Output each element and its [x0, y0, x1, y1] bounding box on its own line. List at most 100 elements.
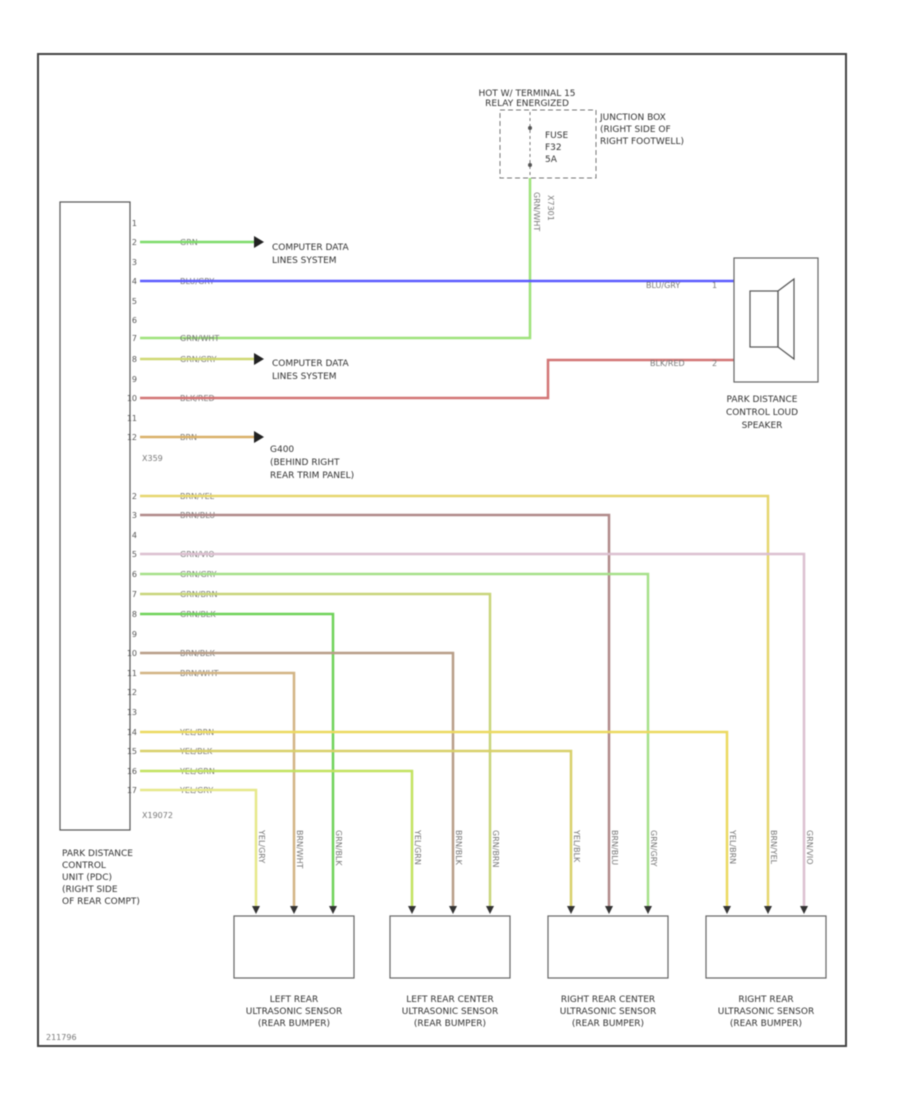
- sensor-wire-label: YEL/BLK: [572, 829, 581, 863]
- sensor-label-line: (REAR BUMPER): [730, 1019, 802, 1029]
- sensor-label-line: ULTRASONIC SENSOR: [560, 1007, 656, 1017]
- speaker-box: [733, 257, 819, 383]
- pin-number: 8: [132, 610, 137, 619]
- fuse-connector-label: X7301: [546, 195, 555, 221]
- pin-number: 2: [132, 238, 137, 247]
- sensor-wire-label: BRN/WHT: [295, 830, 304, 869]
- sensor-label-line: LEFT REAR CENTER: [406, 995, 493, 1005]
- sensor-label-line: (REAR BUMPER): [258, 1019, 330, 1029]
- pin-number: 10: [127, 649, 137, 658]
- fuse-terminal-bottom: [528, 163, 532, 167]
- fuse-label: FUSE: [545, 131, 568, 141]
- pdc-label-line-1: PARK DISTANCE: [62, 849, 133, 859]
- sensor-label-line: ULTRASONIC SENSOR: [718, 1007, 814, 1017]
- pin-number: 11: [127, 414, 137, 423]
- comp-data-arrow-2: [254, 353, 264, 365]
- fuse-to-pdc-wire: [140, 178, 532, 340]
- pin-number: 6: [132, 570, 137, 579]
- wire-pin10-brn-blk: [140, 651, 455, 910]
- comp-data-2-line-1: COMPUTER DATA: [272, 359, 349, 369]
- sensor-body: [389, 915, 511, 979]
- connector-terminal-icon: [723, 906, 731, 914]
- connector-terminal-icon: [252, 906, 260, 914]
- pin-number: 9: [132, 630, 137, 639]
- fuse-wire-label: GRN/WHT: [532, 192, 541, 231]
- pin-number: 17: [127, 786, 137, 795]
- sensor-label-line: (REAR BUMPER): [414, 1019, 486, 1029]
- fuse-block: HOT W/ TERMINAL 15 RELAY ENERGIZED FUSE …: [478, 89, 684, 221]
- sensor-wire-label: YEL/BRN: [728, 829, 737, 864]
- pdc-unit-label: PARK DISTANCE CONTROL UNIT (PDC) (RIGHT …: [62, 849, 140, 907]
- speaker-pin-top: 1: [712, 281, 717, 290]
- ground-arrow: [254, 431, 264, 443]
- comp-data-1-line-1: COMPUTER DATA: [272, 243, 349, 253]
- figure-id: 211796: [46, 1033, 77, 1042]
- sensor-body: [547, 915, 669, 979]
- pin-number: 6: [132, 316, 137, 325]
- pin-number: 3: [132, 511, 137, 520]
- hot-terminal-label: HOT W/ TERMINAL 15: [478, 89, 575, 99]
- pdc-label-line-3: UNIT (PDC): [62, 873, 112, 883]
- sensor-wire-label: BRN/YEL: [769, 830, 778, 865]
- sensor-label-line: ULTRASONIC SENSOR: [402, 1007, 498, 1017]
- pin-number: 3: [132, 258, 137, 267]
- wire-pin11-brn-wht: [140, 671, 296, 910]
- comp-data-arrow-1: [254, 236, 264, 248]
- pin-number: 11: [127, 669, 137, 678]
- ground-line-1: G400: [270, 445, 294, 455]
- pin-number: 12: [127, 433, 137, 442]
- wire-color-label: GRN/WHT: [180, 334, 219, 343]
- junction-box-line-2: (RIGHT SIDE OF: [600, 125, 671, 135]
- wire-pin17-yel-gry: [140, 788, 258, 910]
- pin-number: 4: [132, 531, 137, 540]
- ground-line-2: (BEHIND RIGHT: [270, 458, 340, 468]
- pin-number: 5: [132, 550, 137, 559]
- hot-relay-label: RELAY ENERGIZED: [485, 99, 569, 109]
- sensor-label-line: LEFT REAR: [270, 995, 318, 1005]
- junction-box-outline: [499, 109, 597, 179]
- sensor-wire-label: GRN/VIO: [805, 830, 814, 865]
- pin-number: 5: [132, 297, 137, 306]
- wire-pin8-grn-blk: [140, 612, 335, 910]
- sensor-wire-label: YEL/GRY: [257, 829, 266, 863]
- junction-box-line-3: RIGHT FOOTWELL): [600, 137, 684, 147]
- fuse-amperage: 5A: [545, 155, 558, 165]
- wire-pin15-yel-blk: [140, 749, 573, 910]
- sensor-label-line: ULTRASONIC SENSOR: [246, 1007, 342, 1017]
- connector-terminal-icon: [486, 906, 494, 914]
- wire-pin6-grn-gry: [140, 572, 650, 910]
- sensor-3: YEL/BLK BRN/BLU GRN/GRY RIGHT REAR CENTER UL…: [547, 829, 669, 1029]
- pin-number: 10: [127, 394, 137, 403]
- sensor-wire-label: YEL/GRN: [413, 829, 422, 865]
- wire-pin7-grn-brn: [140, 592, 492, 910]
- wire-pin2-brn-yel: [140, 494, 770, 910]
- fuse-id: F32: [545, 143, 562, 153]
- speaker-label-line-3: SPEAKER: [742, 421, 783, 431]
- pin-number: 13: [127, 708, 137, 717]
- pin-number: 7: [132, 334, 137, 343]
- connector-terminal-icon: [800, 906, 808, 914]
- speaker-label-line-1: PARK DISTANCE: [727, 395, 798, 405]
- connector-terminal-icon: [605, 906, 613, 914]
- sensor-body: [233, 915, 355, 979]
- pdc-connector-top: X359: [142, 454, 163, 463]
- pin-number: 4: [132, 277, 137, 286]
- speaker-pin-bottom: 2: [712, 359, 717, 368]
- comp-data-1-line-2: LINES SYSTEM: [272, 256, 337, 266]
- sensor-label-line: RIGHT REAR CENTER: [561, 995, 655, 1005]
- ground-line-3: REAR TRIM PANEL): [270, 471, 354, 481]
- sensor-wire-label: GRN/GRY: [649, 830, 658, 867]
- connector-terminal-icon: [408, 906, 416, 914]
- pin-number: 7: [132, 590, 137, 599]
- connector-terminal-icon: [567, 906, 575, 914]
- sensor-wire-label: BRN/BLU: [610, 830, 619, 865]
- sensor-label-line: (REAR BUMPER): [572, 1019, 644, 1029]
- wire-pin14-yel-brn: [140, 730, 729, 910]
- sensor-wire-label: BRN/BLK: [454, 830, 463, 866]
